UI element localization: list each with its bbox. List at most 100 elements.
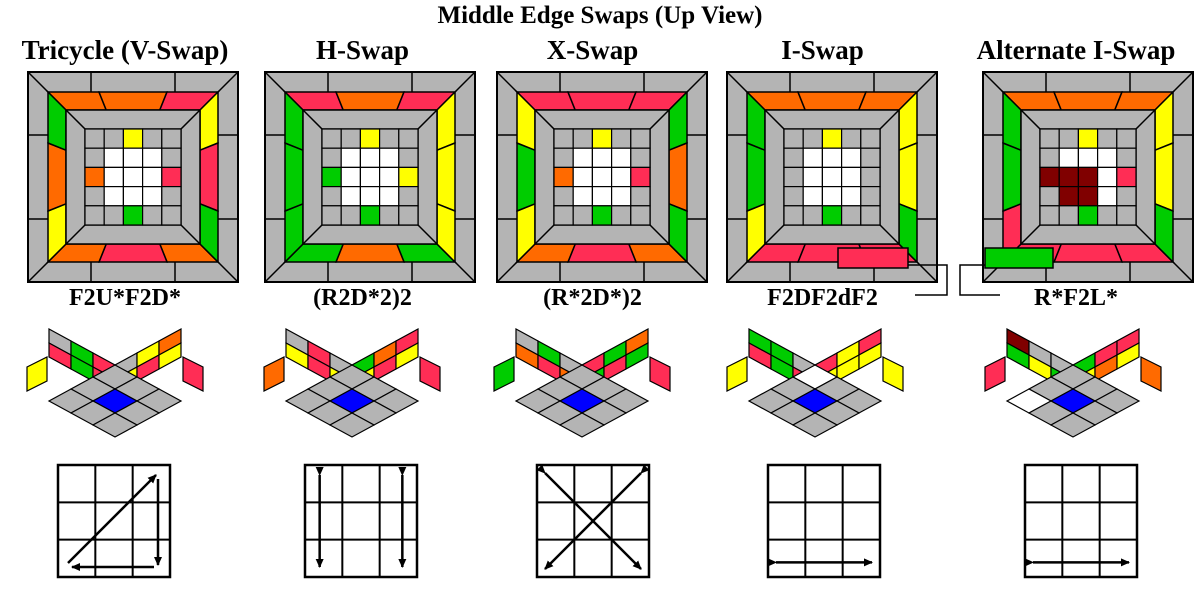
center-cell: [1077, 128, 1099, 149]
top-edge-sticker: [566, 91, 638, 111]
frame-diagonal: [496, 71, 518, 93]
left-flap: [726, 356, 748, 392]
left-flap: [263, 356, 285, 392]
move-grid-3: [766, 463, 882, 579]
center-cell: [340, 147, 362, 168]
inner-diagonal: [879, 109, 900, 130]
center-cell: [1116, 147, 1137, 168]
bottom-edge-sticker: [334, 243, 406, 263]
floor-sticker: [91, 412, 139, 438]
left-edge-sticker: [746, 141, 766, 213]
label-h-swap: H-Swap: [315, 35, 410, 65]
connector-brackets: [837, 247, 1054, 296]
center-cell: [630, 128, 651, 149]
frame-diagonal: [686, 261, 708, 283]
center-cell: [553, 166, 574, 188]
center-cell: [821, 128, 843, 149]
frame-diagonal: [454, 261, 476, 283]
center-cell: [398, 128, 419, 149]
center-cell: [821, 166, 843, 188]
center-cell: [122, 186, 144, 207]
frame-diagonal: [264, 261, 286, 283]
center-cell: [1039, 147, 1060, 168]
center-cell: [1077, 205, 1099, 226]
center-cell: [103, 166, 124, 188]
center-cell: [1116, 186, 1137, 207]
right-flap: [649, 356, 671, 392]
center-cell: [1096, 147, 1118, 168]
center-cell: [161, 128, 182, 149]
bottom-edge-sticker: [1052, 243, 1124, 263]
center-cell: [553, 147, 574, 168]
up-view-1: [264, 71, 476, 283]
inner-diagonal: [65, 224, 86, 245]
center-cell: [161, 205, 182, 226]
frame-diagonal: [27, 261, 49, 283]
up-view-2: [496, 71, 708, 283]
center-cell: [1077, 166, 1099, 188]
inner-diagonal: [764, 224, 785, 245]
connector-line: [908, 264, 948, 296]
center-cell: [1096, 205, 1118, 226]
inner-diagonal: [1135, 109, 1156, 130]
frame-diagonal: [726, 71, 748, 93]
right-flap: [882, 356, 904, 392]
center-cell: [359, 205, 381, 226]
frame-diagonal: [916, 71, 938, 93]
label-i-swap: I-Swap: [781, 35, 864, 65]
center-cell: [591, 186, 613, 207]
center-cell: [340, 205, 362, 226]
inner-diagonal: [180, 224, 201, 245]
inner-diagonal: [180, 109, 201, 130]
center-cell: [321, 166, 342, 188]
connector-line: [959, 264, 1000, 296]
center-cell: [572, 205, 594, 226]
center-cell: [860, 166, 881, 188]
center-cell: [142, 166, 163, 188]
left-edge-sticker: [47, 141, 67, 213]
isometric-cube-2: [493, 327, 671, 438]
inner-diagonal: [302, 109, 323, 130]
center-cell: [840, 186, 862, 207]
center-cell: [103, 205, 124, 226]
center-cell: [630, 186, 651, 207]
up-view-3: [726, 71, 938, 283]
center-cell: [860, 147, 881, 168]
center-cell: [379, 186, 400, 207]
center-cell: [321, 128, 342, 149]
center-cell: [1039, 128, 1060, 149]
center-cell: [821, 186, 843, 207]
frame-diagonal: [1172, 261, 1194, 283]
bottom-edge-sticker: [566, 243, 638, 263]
right-edge-sticker: [898, 141, 918, 213]
center-cell: [802, 147, 824, 168]
floor-sticker: [1049, 412, 1097, 438]
center-cell: [1058, 147, 1079, 168]
right-flap: [419, 356, 441, 392]
frame-diagonal: [217, 261, 239, 283]
left-flap: [493, 356, 515, 392]
mid-right-sticker: [858, 341, 882, 371]
up-view-0: [27, 71, 239, 283]
formula-alternate-i-swap: R*F2L*: [1034, 285, 1118, 311]
center-cell: [630, 205, 651, 226]
center-cell: [122, 128, 144, 149]
inner-diagonal: [417, 224, 438, 245]
isometric-cube-4: [984, 327, 1162, 438]
center-cell: [860, 205, 881, 226]
center-cell: [1077, 147, 1099, 168]
center-cell: [103, 186, 124, 207]
center-cell: [142, 205, 163, 226]
up-view-4: [982, 71, 1194, 283]
swap-arrow: [67, 474, 157, 564]
frame-diagonal: [27, 71, 49, 93]
move-grid-1: [303, 463, 419, 579]
move-grid-2: [535, 463, 651, 579]
grid-frame: [303, 463, 419, 579]
center-cell: [802, 166, 824, 188]
inner-diagonal: [649, 109, 670, 130]
center-cell: [84, 186, 105, 207]
isometric-cube-1: [263, 327, 441, 438]
center-cell: [84, 205, 105, 226]
mid-right-sticker: [395, 341, 419, 371]
